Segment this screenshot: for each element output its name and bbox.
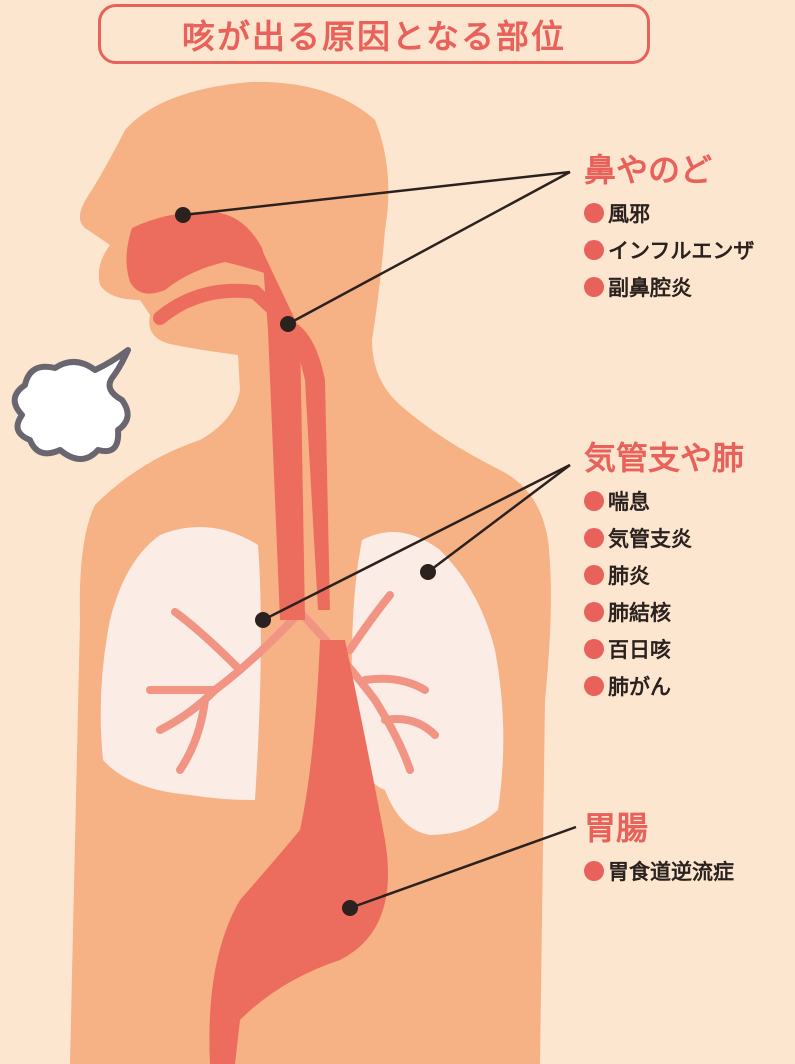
list-item: 気管支炎 — [584, 519, 744, 556]
list-item: 百日咳 — [584, 630, 744, 667]
bullet-dot-icon — [584, 528, 604, 548]
bullet-dot-icon — [584, 861, 604, 881]
bullet-dot-icon — [584, 203, 604, 223]
list-item: 風邪 — [584, 194, 754, 231]
group-bronchi-lungs: 気管支や肺 喘息 気管支炎 肺炎 肺結核 百日咳 肺がん — [584, 438, 744, 704]
cause-list: 喘息 気管支炎 肺炎 肺結核 百日咳 肺がん — [584, 482, 744, 704]
group-gastrointestinal: 胃腸 胃食道逆流症 — [584, 808, 734, 889]
cough-cloud-icon — [15, 350, 128, 459]
list-item: 胃食道逆流症 — [584, 852, 734, 889]
bullet-dot-icon — [584, 676, 604, 696]
cause-list: 胃食道逆流症 — [584, 852, 734, 889]
group-title: 鼻やのど — [584, 150, 754, 190]
bullet-dot-icon — [584, 565, 604, 585]
bullet-dot-icon — [584, 602, 604, 622]
list-item: インフルエンザ — [584, 231, 754, 268]
list-item: 肺結核 — [584, 593, 744, 630]
cause-list: 風邪 インフルエンザ 副鼻腔炎 — [584, 194, 754, 305]
bullet-dot-icon — [584, 240, 604, 260]
list-item: 副鼻腔炎 — [584, 268, 754, 305]
list-item: 肺炎 — [584, 556, 744, 593]
bullet-dot-icon — [584, 277, 604, 297]
group-title: 気管支や肺 — [584, 438, 744, 478]
bullet-dot-icon — [584, 639, 604, 659]
group-nose-throat: 鼻やのど 風邪 インフルエンザ 副鼻腔炎 — [584, 150, 754, 305]
group-title: 胃腸 — [584, 808, 734, 848]
list-item: 肺がん — [584, 667, 744, 704]
bullet-dot-icon — [584, 491, 604, 511]
list-item: 喘息 — [584, 482, 744, 519]
